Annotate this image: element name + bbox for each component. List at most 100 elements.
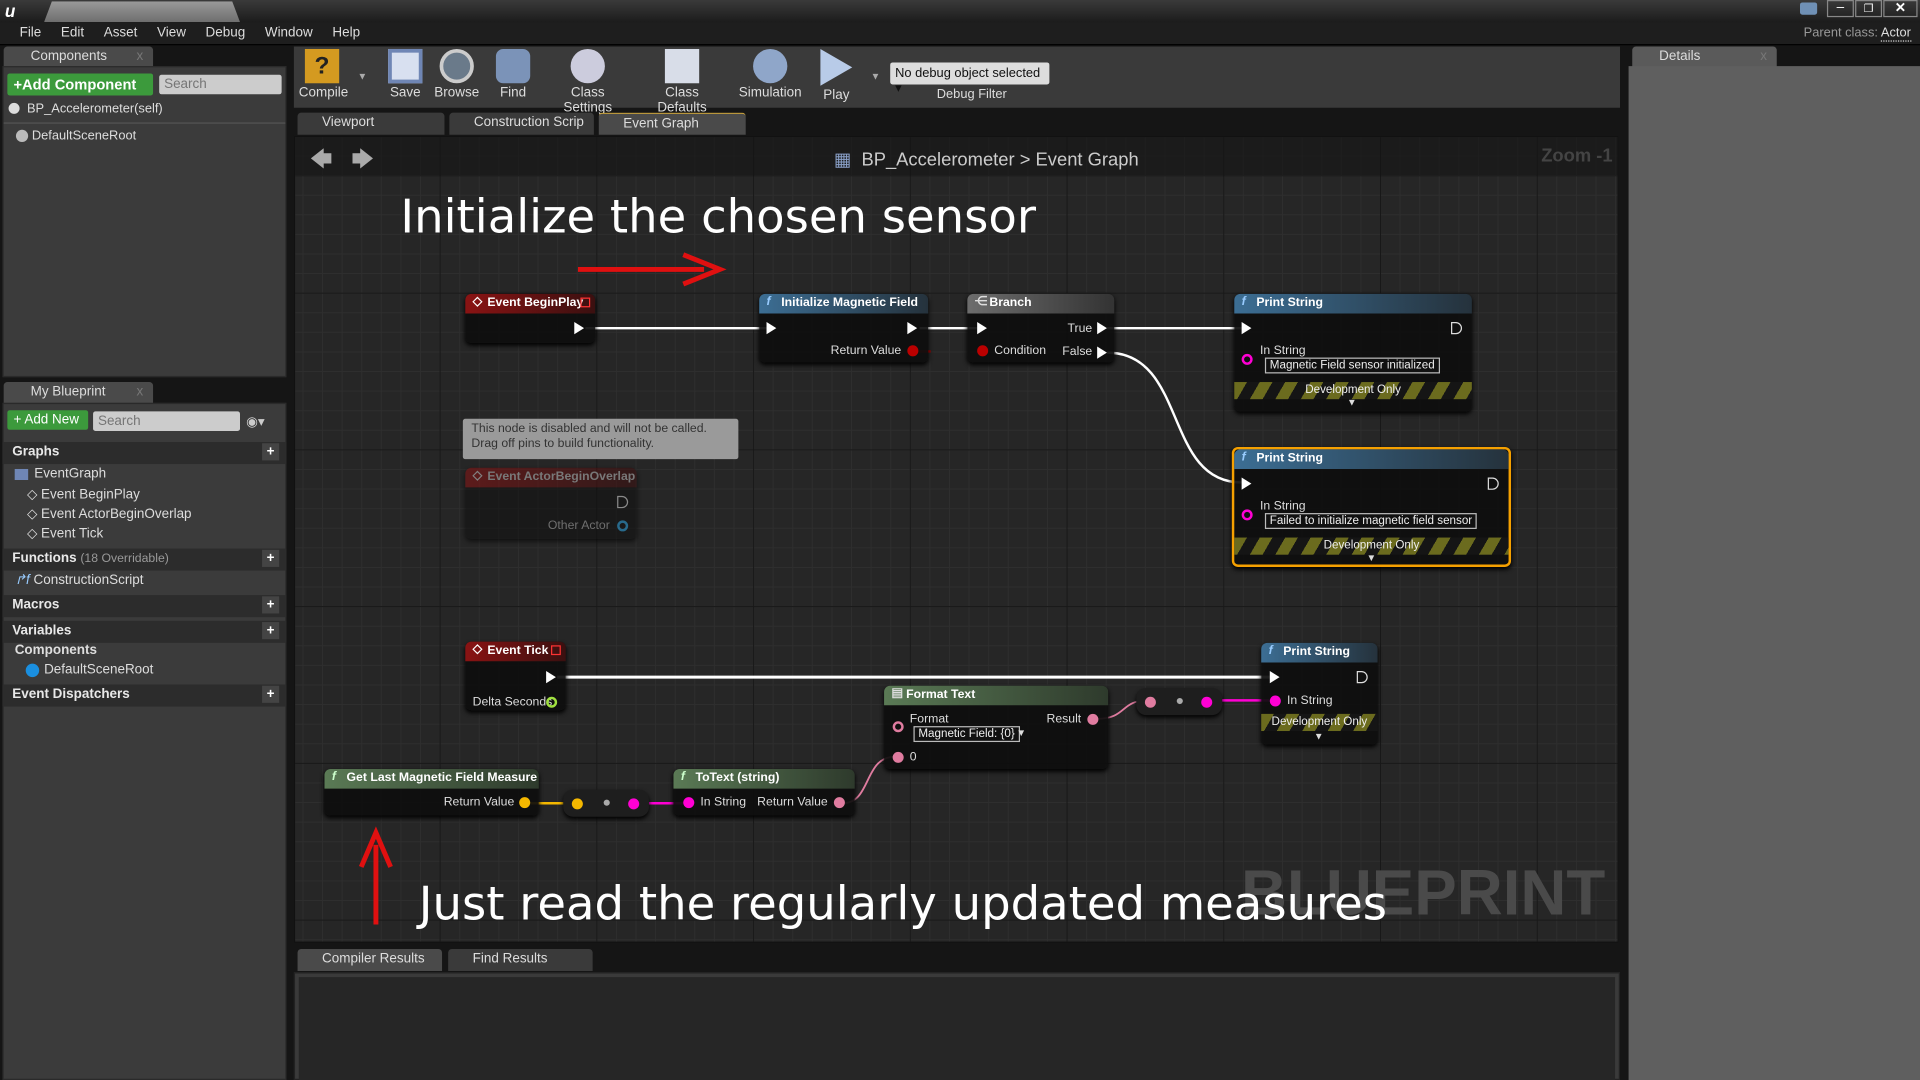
breadcrumb-blueprint[interactable]: BP_Accelerometer — [861, 149, 1015, 171]
condition-pin[interactable] — [977, 345, 989, 357]
menu-help[interactable]: Help — [332, 25, 361, 41]
compile-options-dropdown[interactable]: ▼ — [357, 71, 368, 83]
tree-event-graph[interactable]: EventGraph — [2, 467, 286, 487]
in-string-pin[interactable] — [1269, 695, 1281, 707]
tab-compiler-results[interactable]: Compiler Results — [297, 948, 443, 972]
parent-class-value[interactable]: Actor — [1880, 25, 1911, 42]
add-function-button[interactable]: + — [262, 549, 280, 567]
exec-out-pin[interactable] — [574, 322, 585, 335]
arg0-pin[interactable] — [892, 751, 904, 763]
menu-debug[interactable]: Debug — [205, 25, 246, 41]
in-string-pin[interactable] — [1241, 509, 1253, 521]
conversion-node-text-to-string[interactable] — [1136, 688, 1223, 716]
exec-in-pin[interactable] — [1269, 671, 1280, 684]
format-dropdown-icon[interactable]: ▼ — [1016, 727, 1027, 739]
component-default-scene-root[interactable]: DefaultSceneRoot — [31, 128, 137, 144]
tree-event-beginplay[interactable]: ◇ Event BeginPlay — [2, 486, 286, 506]
tree-default-scene-root[interactable]: DefaultSceneRoot — [2, 662, 286, 682]
exec-out-pin[interactable] — [1451, 322, 1463, 335]
exec-out-pin[interactable] — [1356, 671, 1368, 684]
tree-construction-script[interactable]: ↱f ConstructionScript — [2, 572, 286, 592]
document-tab[interactable] — [44, 1, 241, 23]
simulation-button[interactable]: Simulation — [737, 48, 803, 100]
result-pin[interactable] — [1087, 713, 1099, 725]
event-dispatchers-section[interactable]: Event Dispatchers+ — [2, 684, 287, 707]
add-dispatcher-button[interactable]: + — [262, 685, 280, 703]
bool-out-pin[interactable] — [907, 345, 919, 357]
menu-edit[interactable]: Edit — [60, 25, 85, 41]
struct-out-pin[interactable] — [519, 797, 531, 809]
close-icon[interactable]: x — [136, 48, 144, 64]
format-pin[interactable] — [892, 721, 904, 733]
node-event-tick[interactable]: ◇Event Tick Delta Seconds — [465, 641, 566, 711]
false-exec-pin[interactable] — [1097, 346, 1107, 359]
close-icon[interactable]: x — [136, 384, 144, 400]
text-in-pin[interactable] — [1144, 696, 1156, 708]
tab-construction-script[interactable]: Construction Scrip — [449, 112, 594, 135]
graphs-section[interactable]: Graphs+ — [2, 442, 287, 465]
add-graph-button[interactable]: + — [262, 443, 280, 461]
breadcrumb-graph[interactable]: Event Graph — [1035, 149, 1139, 171]
menu-file[interactable]: File — [19, 25, 42, 41]
delta-seconds-pin[interactable] — [546, 696, 558, 708]
play-options-dropdown[interactable]: ▼ — [870, 71, 881, 83]
exec-in-pin[interactable] — [766, 322, 777, 335]
tab-event-graph[interactable]: Event Graph — [598, 112, 746, 135]
tab-find-results[interactable]: Find Results — [448, 948, 593, 972]
close-icon[interactable]: x — [1760, 48, 1767, 64]
browse-button[interactable]: Browse — [433, 48, 480, 100]
text-out-pin[interactable] — [833, 797, 845, 809]
menu-window[interactable]: Window — [264, 25, 313, 41]
components-search-input[interactable] — [159, 74, 282, 95]
string-out-pin[interactable] — [628, 798, 640, 810]
delegate-pin[interactable] — [551, 645, 561, 656]
node-event-beginplay[interactable]: ◇Event BeginPlay — [465, 293, 596, 343]
node-format-text[interactable]: ▤Format Text Format Magnetic Field: {0} … — [884, 685, 1109, 769]
close-button[interactable]: ✕ — [1883, 0, 1918, 18]
exec-in-pin[interactable] — [977, 322, 987, 335]
in-string-pin[interactable] — [1241, 353, 1253, 365]
exec-in-pin[interactable] — [1241, 322, 1252, 335]
expand-arrow-icon[interactable]: ▼ — [1366, 552, 1377, 564]
back-arrow-button[interactable]: 🡄 — [309, 146, 333, 172]
delegate-pin[interactable] — [580, 297, 591, 308]
format-value[interactable]: Magnetic Field: {0} — [913, 726, 1020, 743]
component-self[interactable]: BP_Accelerometer(self) — [26, 101, 163, 117]
node-branch[interactable]: ⋲Branch Condition True False — [967, 293, 1115, 363]
my-blueprint-search-input[interactable] — [93, 411, 241, 432]
maximize-button[interactable]: ❐ — [1855, 0, 1883, 18]
compile-button[interactable]: ?Compile — [299, 48, 348, 100]
tab-viewport[interactable]: Viewport — [297, 112, 445, 135]
tree-components-category[interactable]: Components — [2, 643, 286, 663]
conversion-node-vector-to-string[interactable] — [563, 789, 649, 817]
find-button[interactable]: Find — [492, 48, 534, 100]
class-settings-button[interactable]: Class Settings — [546, 48, 629, 115]
exec-out-pin[interactable] — [907, 322, 918, 335]
string-out-pin[interactable] — [1201, 696, 1213, 708]
node-event-actorbeginoverlap-disabled[interactable]: ◇Event ActorBeginOverlap Other Actor — [465, 467, 637, 539]
exec-out-pin[interactable] — [1487, 477, 1499, 490]
expand-arrow-icon[interactable]: ▼ — [1313, 731, 1324, 743]
debug-object-select[interactable]: No debug object selected ▾ — [890, 62, 1050, 96]
true-exec-pin[interactable] — [1097, 322, 1107, 335]
add-macro-button[interactable]: + — [262, 596, 280, 614]
tree-event-tick[interactable]: ◇ Event Tick — [2, 525, 286, 545]
tree-event-actorbeginoverlap[interactable]: ◇ Event ActorBeginOverlap — [2, 506, 286, 526]
struct-in-pin[interactable] — [571, 798, 583, 810]
eye-view-options-icon[interactable]: ◉▾ — [246, 415, 265, 430]
macros-section[interactable]: Macros+ — [2, 595, 287, 618]
other-actor-pin[interactable] — [617, 520, 629, 532]
exec-in-pin[interactable] — [1241, 477, 1252, 490]
save-button[interactable]: Save — [384, 48, 426, 100]
in-string-value[interactable]: Failed to initialize magnetic field sens… — [1264, 513, 1478, 529]
play-button[interactable]: Play — [816, 48, 858, 103]
exec-out-pin[interactable] — [617, 495, 629, 509]
